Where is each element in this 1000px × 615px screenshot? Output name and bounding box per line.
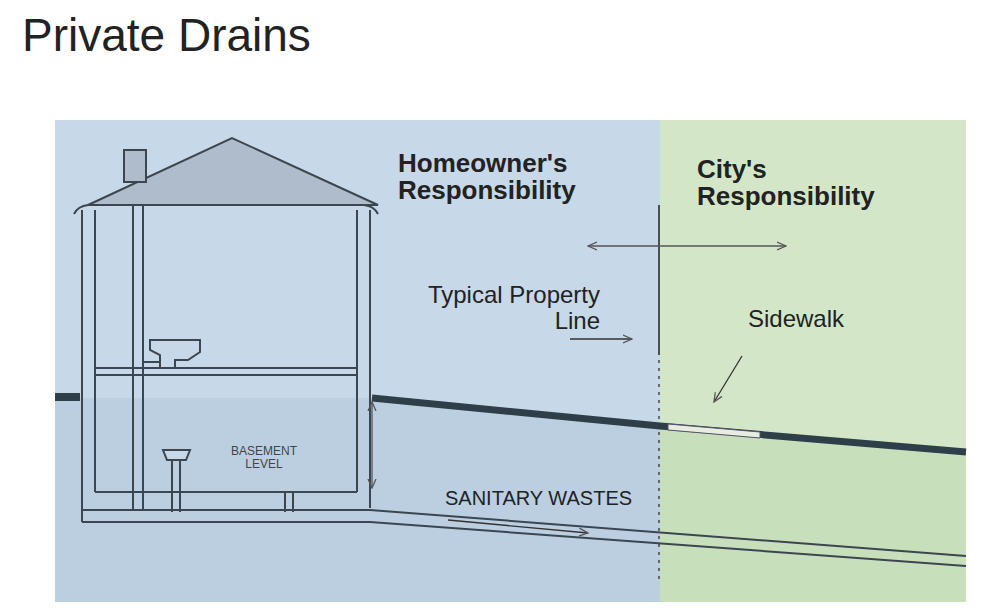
flow-label: SANITARY WASTES	[445, 487, 705, 509]
property-line-label: Typical Property Line	[395, 282, 600, 335]
region-heading: City's Responsibility	[697, 156, 937, 211]
region-heading: Homeowner's Responsibility	[398, 150, 648, 205]
diagram-title: Private Drains	[22, 10, 311, 61]
basement-label: BASEMENT LEVEL	[218, 445, 310, 471]
sidewalk-label: Sidewalk	[748, 306, 888, 332]
responsibility-region: City's Responsibility	[660, 120, 966, 602]
responsibility-region: Homeowner's Responsibility	[55, 120, 660, 602]
